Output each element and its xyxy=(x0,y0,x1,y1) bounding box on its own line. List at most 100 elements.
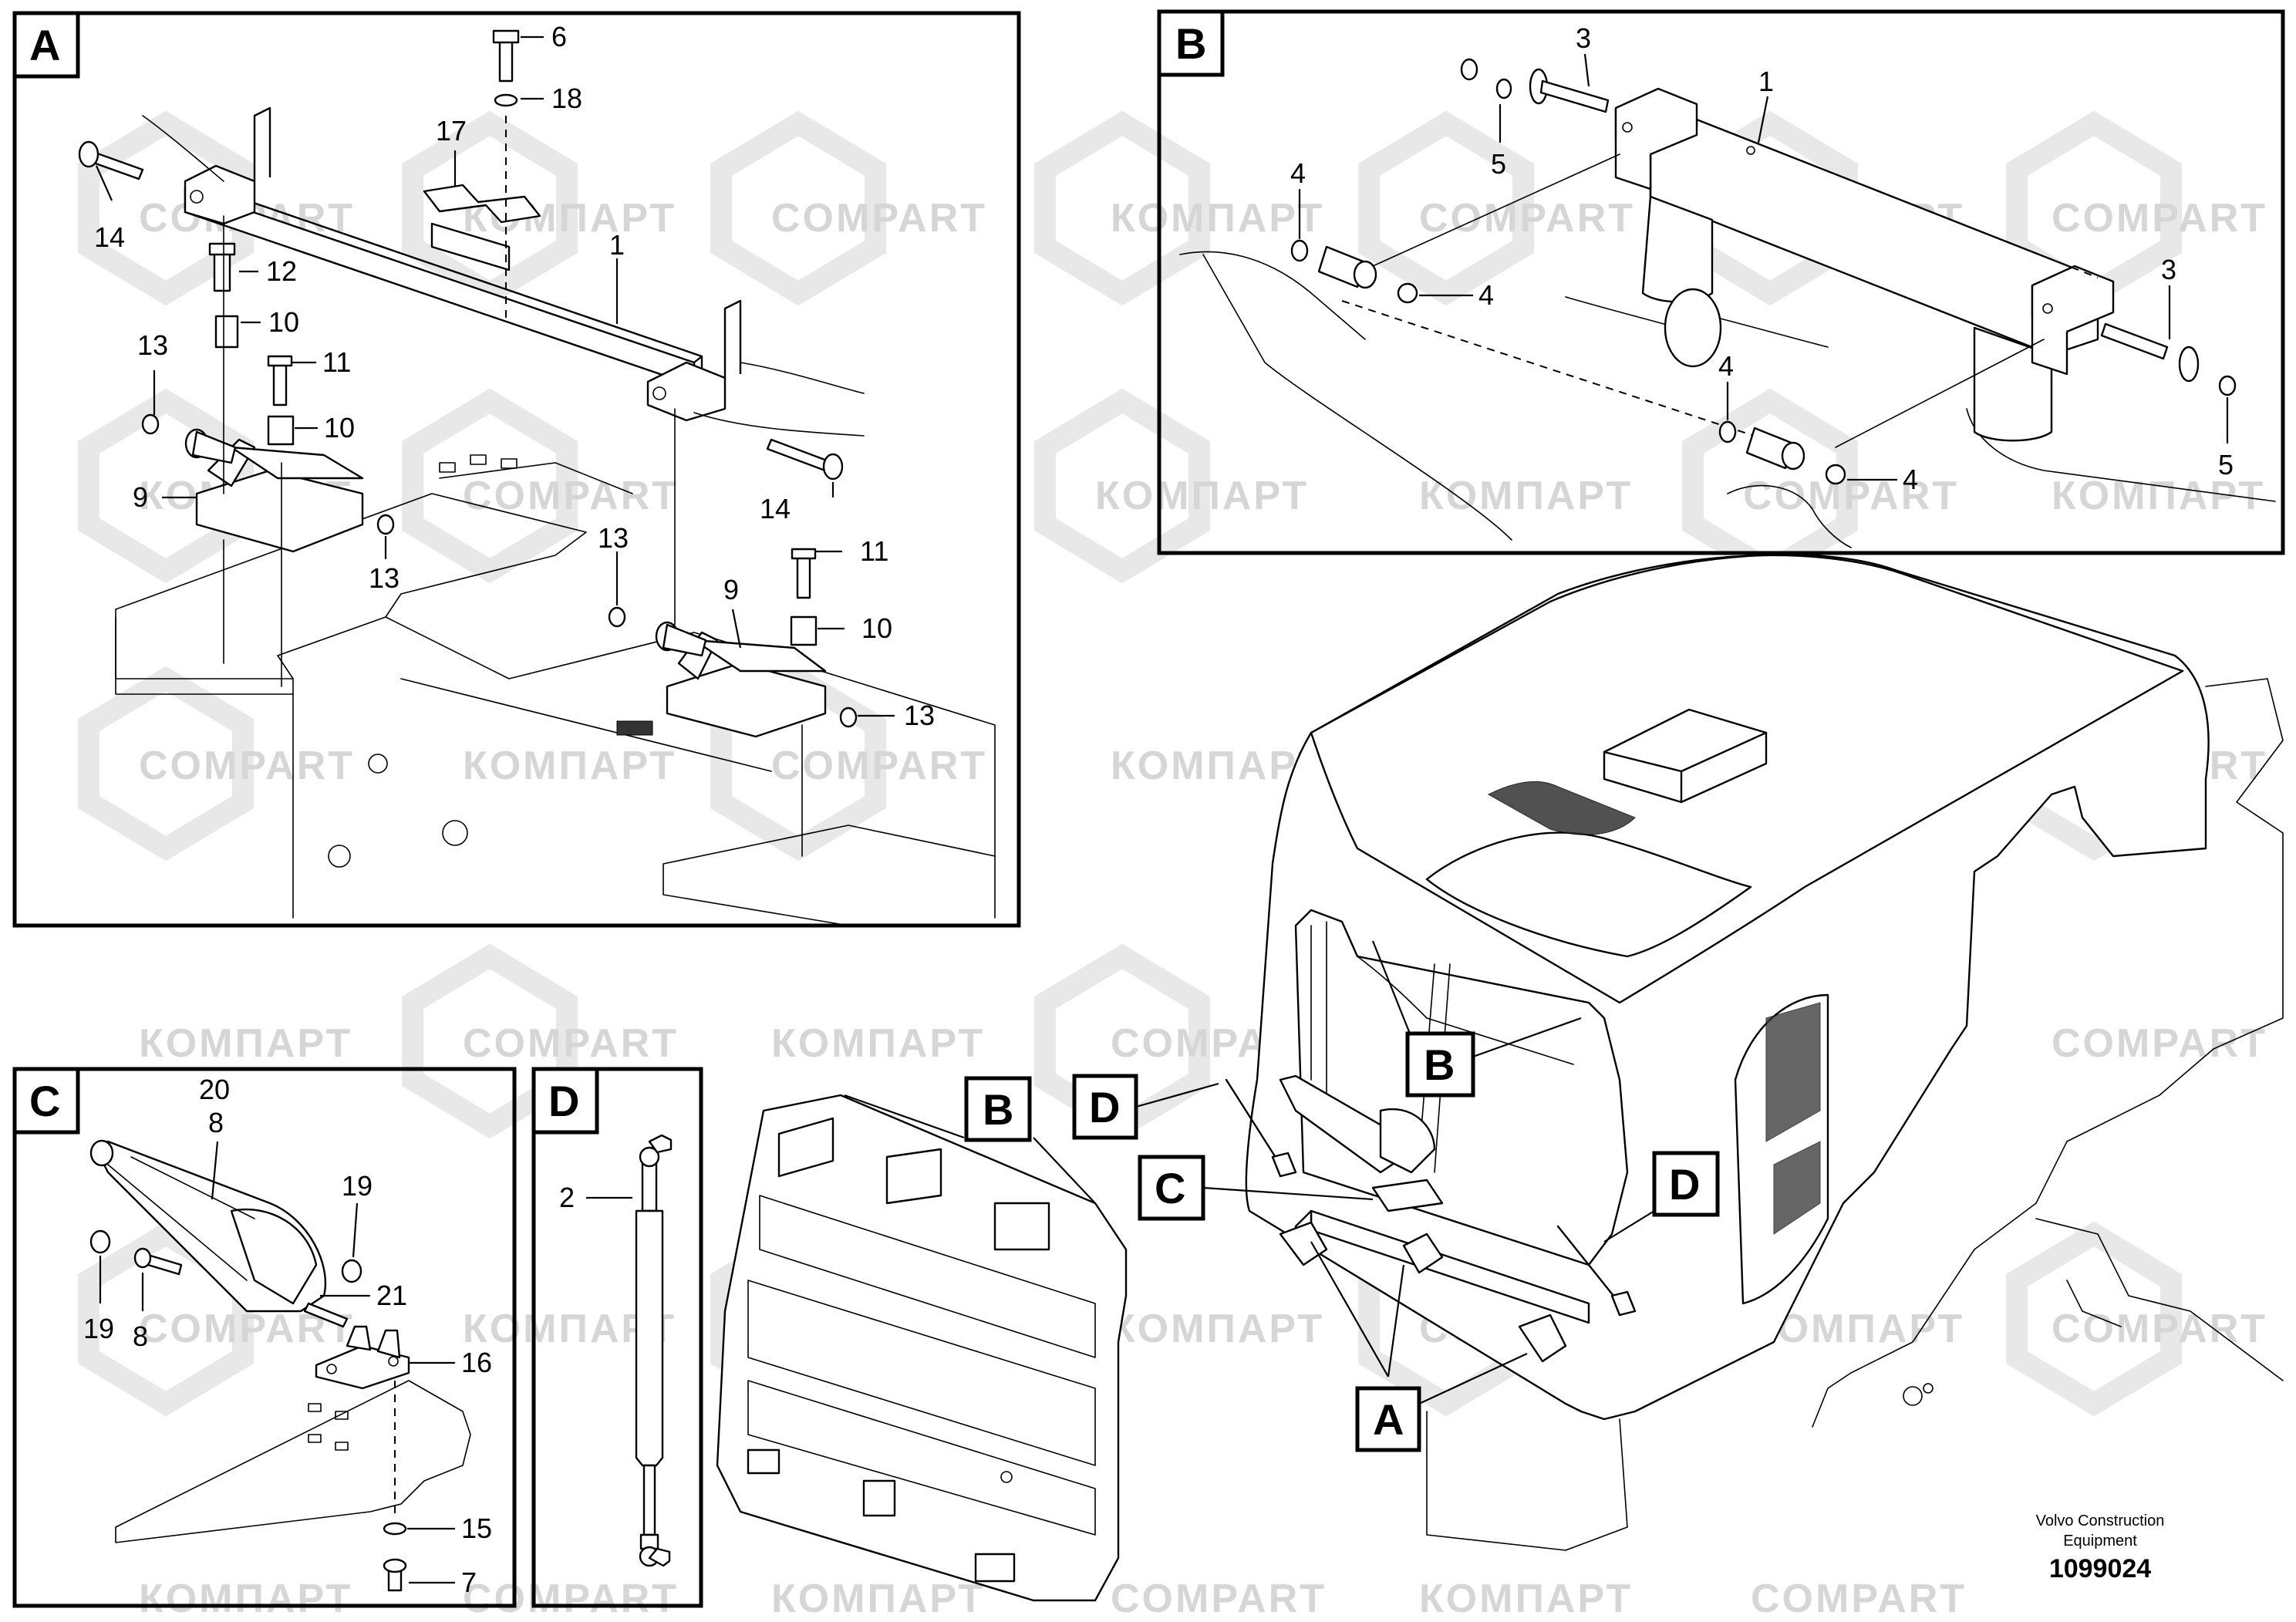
mount-right xyxy=(608,408,858,857)
tag-d-right-label: D xyxy=(1669,1160,1700,1209)
panel-c-tag xyxy=(12,1067,80,1135)
spacer-10-right xyxy=(790,615,818,646)
tag-b-cab xyxy=(1405,1031,1475,1098)
callout-11: 11 xyxy=(860,535,888,567)
tag-d-right xyxy=(1652,1151,1720,1217)
callout-5: 5 xyxy=(2218,449,2234,481)
bolt-11-right xyxy=(796,554,811,599)
callout-4: 4 xyxy=(1718,350,1734,382)
bushing-13-right-a xyxy=(608,606,626,628)
bolt-6-head xyxy=(492,29,520,44)
svg-text:COMPART: COMPART xyxy=(1111,1576,1327,1621)
drawing-number: 1099024 xyxy=(2049,1554,2151,1583)
actuator-21 xyxy=(89,1139,349,1328)
callout-4: 4 xyxy=(1478,279,1494,311)
mount-left xyxy=(141,215,395,687)
panel-a-label: A xyxy=(29,21,60,69)
callout-19: 19 xyxy=(342,1170,373,1202)
callout-15: 15 xyxy=(461,1512,492,1544)
svg-text:КОМПАРТ: КОМПАРТ xyxy=(771,1021,985,1066)
svg-text:COMPART: COMPART xyxy=(1743,474,1959,518)
callout-21: 21 xyxy=(376,1280,407,1311)
svg-text:COMPART: COMPART xyxy=(139,744,355,788)
callout-18: 18 xyxy=(551,83,582,114)
callout-4: 4 xyxy=(1903,464,1918,495)
leaders-b xyxy=(1298,53,2229,481)
panel-d-label: D xyxy=(548,1077,579,1125)
footer: Volvo Construction Equipment 1099024 xyxy=(2036,1512,2165,1583)
bushing-13-left-a xyxy=(141,413,160,435)
svg-text:КОМПАРТ: КОМПАРТ xyxy=(2052,474,2265,518)
callout-10: 10 xyxy=(861,612,892,644)
callout-3: 3 xyxy=(2161,254,2176,285)
svg-text:КОМПАРТ: КОМПАРТ xyxy=(139,1576,352,1621)
callout-14: 14 xyxy=(760,493,791,524)
svg-text:COMPART: COMPART xyxy=(1419,196,1635,241)
callout-13: 13 xyxy=(369,562,400,594)
svg-text:COMPART: COMPART xyxy=(771,744,987,788)
callout-1: 1 xyxy=(1758,66,1774,97)
tag-b-grille-label: B xyxy=(983,1085,1013,1134)
panel-d-frame xyxy=(531,1067,703,1608)
callout-8: 8 xyxy=(133,1320,148,1352)
svg-text:КОМПАРТ: КОМПАРТ xyxy=(771,1576,985,1621)
svg-text:COMPART: COMPART xyxy=(463,1576,679,1621)
overview-tags: B D B C D A xyxy=(844,940,1720,1452)
nut-19 xyxy=(341,1259,362,1283)
callout-1: 1 xyxy=(609,229,625,261)
callout-12: 12 xyxy=(266,255,297,287)
tag-b-grille xyxy=(964,1076,1032,1142)
svg-text:КОМПАРТ: КОМПАРТ xyxy=(1111,744,1324,788)
callouts-a: 6 18 17 1 14 12 10 11 13 10 9 13 14 13 1… xyxy=(94,21,935,731)
svg-text:COMPART: COMPART xyxy=(771,196,987,241)
front-grille xyxy=(716,1094,1128,1602)
bolt-11-left xyxy=(272,361,288,406)
panel-a-frame xyxy=(12,11,1021,928)
panel-d-tag xyxy=(531,1067,599,1135)
bushing-13-left-b xyxy=(376,514,395,535)
callout-13: 13 xyxy=(598,522,629,554)
pin-14-bottom-head xyxy=(822,453,844,481)
bolt-6 xyxy=(498,37,514,83)
crossbar xyxy=(142,106,865,437)
tag-c xyxy=(1138,1155,1205,1221)
company-name: Volvo Construction xyxy=(2036,1512,2165,1529)
panel-c-frame xyxy=(12,1067,517,1608)
tag-a xyxy=(1355,1386,1421,1452)
svg-text:КОМПАРТ: КОМПАРТ xyxy=(1419,1576,1633,1621)
panel-d: D 2 xyxy=(531,1067,703,1608)
panel-b-tag xyxy=(1157,9,1225,77)
svg-text:КОМПАРТ: КОМПАРТ xyxy=(1095,474,1309,518)
tag-d-left-label: D xyxy=(1089,1083,1120,1131)
tag-a-label: A xyxy=(1373,1395,1404,1444)
spacer-10-left xyxy=(214,315,239,349)
svg-text:КОМПАРТ: КОМПАРТ xyxy=(1419,474,1633,518)
panel-c-label: C xyxy=(29,1077,60,1125)
callout-10: 10 xyxy=(268,306,299,338)
panel-a-tag xyxy=(12,11,80,79)
leaders-a xyxy=(95,35,895,717)
callout-11: 11 xyxy=(322,346,351,378)
panel-c: C xyxy=(12,1067,517,1608)
clip-17 xyxy=(423,184,541,224)
callout-14: 14 xyxy=(94,221,125,253)
clip-17-base xyxy=(430,222,511,271)
callout-13: 13 xyxy=(137,329,168,361)
svg-text:COMPART: COMPART xyxy=(463,474,679,518)
panel-a: A xyxy=(12,11,1021,928)
bracket-16 xyxy=(315,1325,410,1390)
callout-17: 17 xyxy=(436,115,467,147)
leaders-c xyxy=(99,1141,455,1584)
skylight xyxy=(1425,831,1752,958)
pin-14-top-head xyxy=(78,140,99,168)
svg-text:COMPART: COMPART xyxy=(2052,196,2267,241)
bushing-13-right-b xyxy=(839,706,858,728)
roof-hatch xyxy=(1603,708,1768,804)
cab-overview: B D B C D A xyxy=(716,554,2284,1602)
callouts-b: 3 1 5 4 4 3 4 4 5 xyxy=(1290,22,2234,495)
tag-d-left xyxy=(1072,1074,1138,1140)
callout-4: 4 xyxy=(1290,157,1306,189)
tag-c-label: C xyxy=(1155,1164,1185,1212)
svg-text:COMPART: COMPART xyxy=(2052,1307,2267,1351)
callout-16: 16 xyxy=(461,1347,492,1378)
